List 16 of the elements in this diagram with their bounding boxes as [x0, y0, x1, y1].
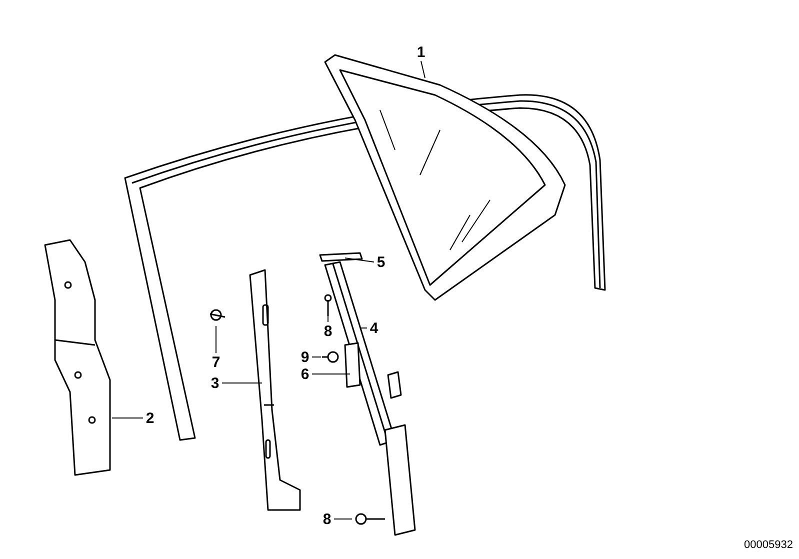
callout-number: 9 — [298, 348, 312, 366]
callout-number: 4 — [367, 319, 381, 337]
callout-number: 8 — [320, 510, 334, 528]
callout-number: 2 — [143, 409, 157, 427]
callout-number: 3 — [208, 374, 222, 392]
drawing-number: 00005932 — [744, 538, 793, 552]
leader-line — [420, 60, 426, 78]
callout-number: 7 — [209, 353, 223, 371]
leader-line — [222, 382, 262, 384]
callout-number: 6 — [298, 365, 312, 383]
callout-number: 8 — [321, 322, 335, 340]
callout-number: 1 — [414, 43, 428, 61]
leader-line — [344, 258, 374, 262]
leader-line — [312, 356, 322, 358]
leader-line — [334, 518, 352, 520]
callout-number: 5 — [374, 253, 388, 271]
